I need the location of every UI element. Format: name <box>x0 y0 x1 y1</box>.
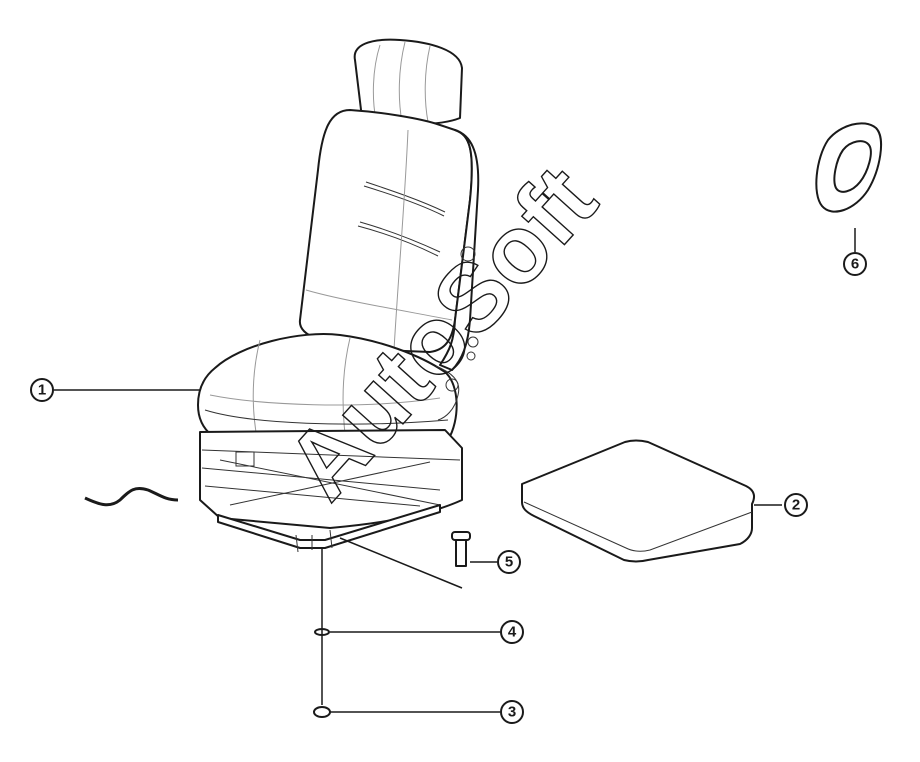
callout-4: 4 <box>500 620 524 644</box>
callout-3: 3 <box>500 700 524 724</box>
cable <box>84 486 179 507</box>
callout-1: 1 <box>30 378 54 402</box>
callout-4-label: 4 <box>508 624 517 641</box>
callout-3-label: 3 <box>508 704 516 721</box>
callout-6-label: 6 <box>851 256 859 273</box>
callout-2-label: 2 <box>792 497 800 514</box>
backrest <box>298 109 473 353</box>
cushion-pad <box>521 439 755 563</box>
ring <box>815 122 883 213</box>
callout-5-label: 5 <box>505 554 513 571</box>
callout-1-label: 1 <box>38 382 46 399</box>
backrest-side <box>439 129 480 371</box>
callout-6: 6 <box>843 252 867 276</box>
bolt <box>451 531 471 567</box>
callout-2: 2 <box>784 493 808 517</box>
seat-assembly <box>197 38 480 553</box>
nut <box>313 706 331 718</box>
slide-rail <box>217 504 441 549</box>
callout-5: 5 <box>497 550 521 574</box>
